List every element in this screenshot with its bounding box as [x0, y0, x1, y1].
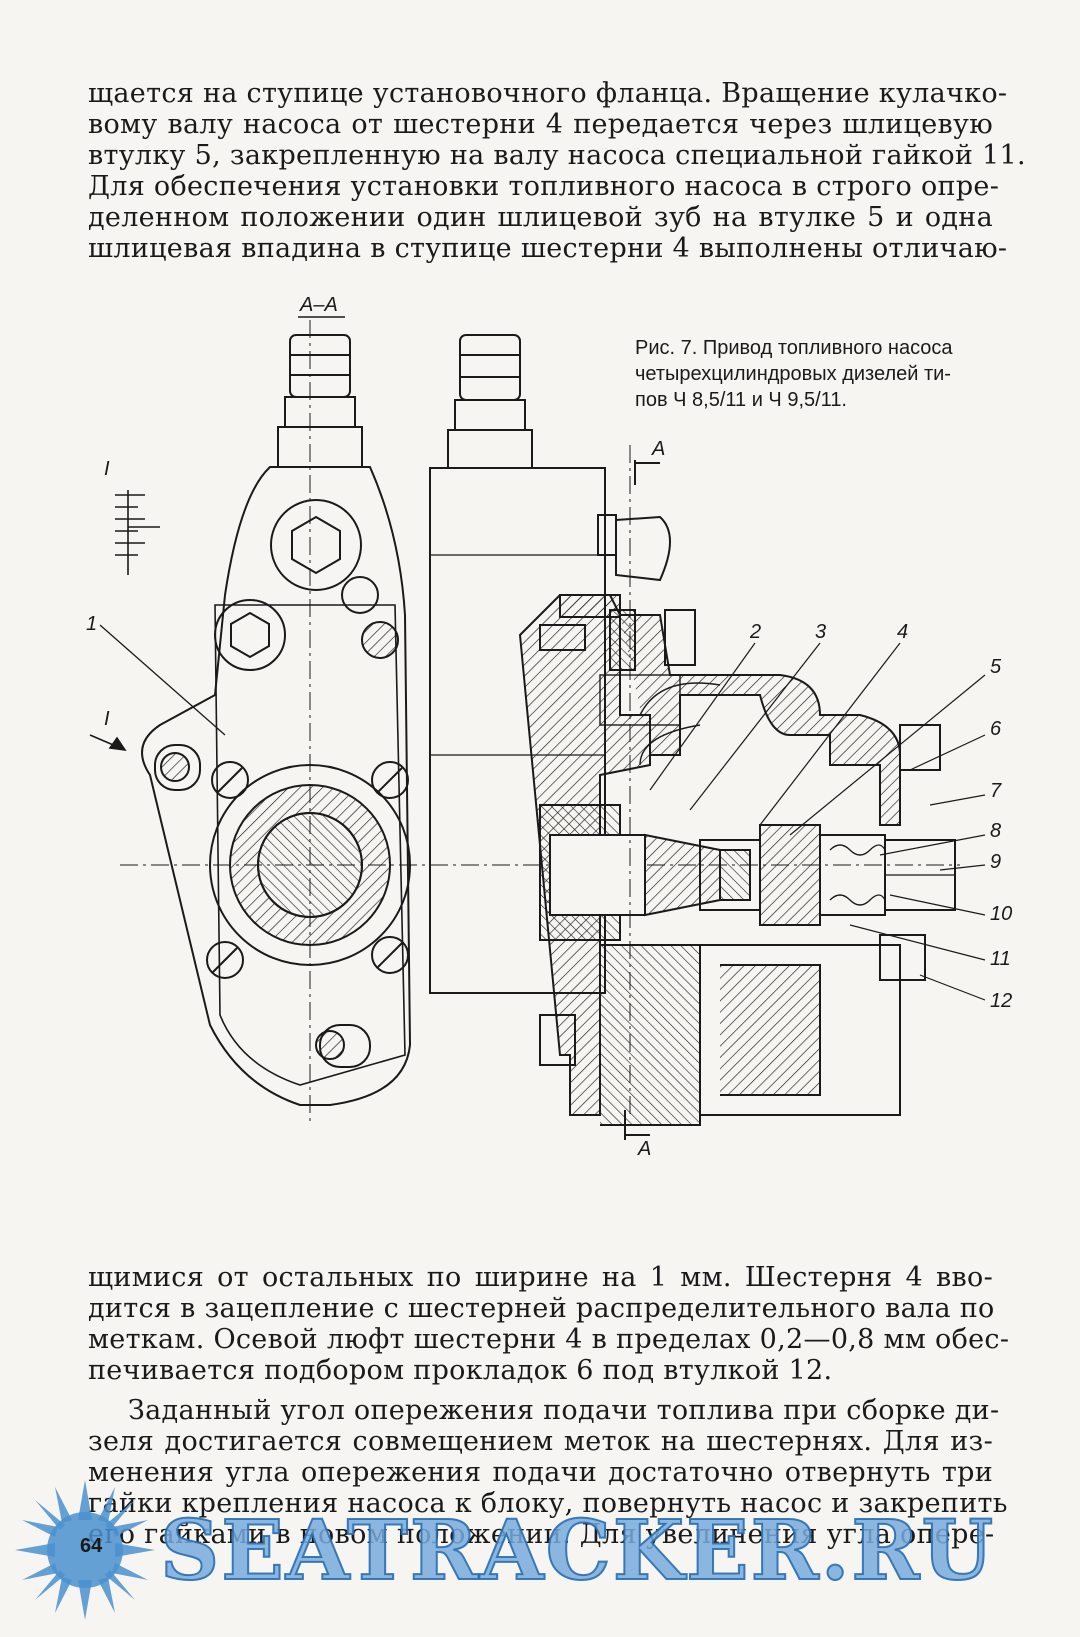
text-line: щимися от остальных по ширине на 1 мм. Ш… — [88, 1262, 993, 1293]
figure-caption: Рис. 7. Привод топливного насоса четырех… — [635, 335, 1035, 413]
caption-line: четырехцилиндровых дизелей ти- — [635, 363, 951, 385]
watermark-star-icon — [15, 1480, 155, 1620]
part-label-7: 7 — [990, 780, 1002, 802]
text-line: гайки крепления насоса к блоку, повернут… — [88, 1488, 1008, 1519]
part-label-8: 8 — [990, 820, 1001, 842]
part-label-9: 9 — [990, 851, 1001, 873]
pump-drive-drawing: А–А I I А А 1 2 3 4 5 6 7 8 9 10 11 12 — [86, 295, 1012, 1160]
page-number: 64 — [80, 1535, 103, 1557]
bottom-paragraph-2: Заданный угол опережения подачи топлива … — [88, 1395, 1008, 1550]
detail-i-marks — [89, 490, 160, 752]
view-label: I — [104, 458, 110, 480]
text-line: дится в зацепление с шестерней распредел… — [88, 1293, 995, 1324]
part-label-5: 5 — [990, 656, 1002, 678]
bottom-paragraph: щимися от остальных по ширине на 1 мм. Ш… — [88, 1262, 1010, 1386]
text-line: деленном положении один шлицевой зуб на … — [88, 202, 993, 233]
text-line: меткам. Осевой люфт шестерни 4 в предела… — [88, 1324, 1010, 1355]
part-label-10: 10 — [990, 903, 1012, 925]
text-line: его гайками в новом положении. Для увели… — [88, 1519, 995, 1550]
text-line: шлицевая впадина в ступице шестерни 4 вы… — [88, 233, 1008, 264]
part-label-6: 6 — [990, 718, 1002, 740]
text-line: щается на ступице установочного фланца. … — [88, 78, 1008, 109]
caption-line: пов Ч 8,5/11 и Ч 9,5/11. — [635, 389, 847, 411]
part-label-1: 1 — [86, 613, 97, 635]
text-line: вому валу насоса от шестерни 4 передаетс… — [88, 109, 993, 140]
caption-line: Рис. 7. Привод топливного насоса — [635, 337, 953, 359]
text-line: втулку 5, закрепленную на валу насоса сп… — [88, 140, 1026, 171]
part-label-3: 3 — [815, 621, 826, 643]
left-view-flange — [99, 320, 960, 1125]
text-line: Заданный угол опережения подачи топлива … — [128, 1395, 1000, 1426]
section-a-a — [518, 445, 986, 1140]
view-arrow-label: I — [104, 708, 110, 730]
watermark-text: SEATRACKER.RU — [159, 1502, 996, 1600]
text-line: менения угла опережения подачи достаточн… — [88, 1457, 993, 1488]
text-line: Для обеспечения установки топливного нас… — [88, 171, 1000, 202]
part-label-11: 11 — [990, 948, 1011, 970]
section-label: А–А — [299, 295, 338, 316]
text-line: печивается подбором прокладок 6 под втул… — [88, 1355, 833, 1386]
part-label-12: 12 — [990, 990, 1012, 1012]
section-arrow-label-bottom: А — [637, 1138, 651, 1160]
section-arrow-label-top: А — [651, 438, 665, 460]
text-line: зеля достигается совмещением меток на ше… — [88, 1426, 993, 1457]
part-label-2: 2 — [749, 621, 761, 643]
part-label-4: 4 — [897, 621, 908, 643]
top-paragraph: щается на ступице установочного фланца. … — [88, 78, 1026, 264]
